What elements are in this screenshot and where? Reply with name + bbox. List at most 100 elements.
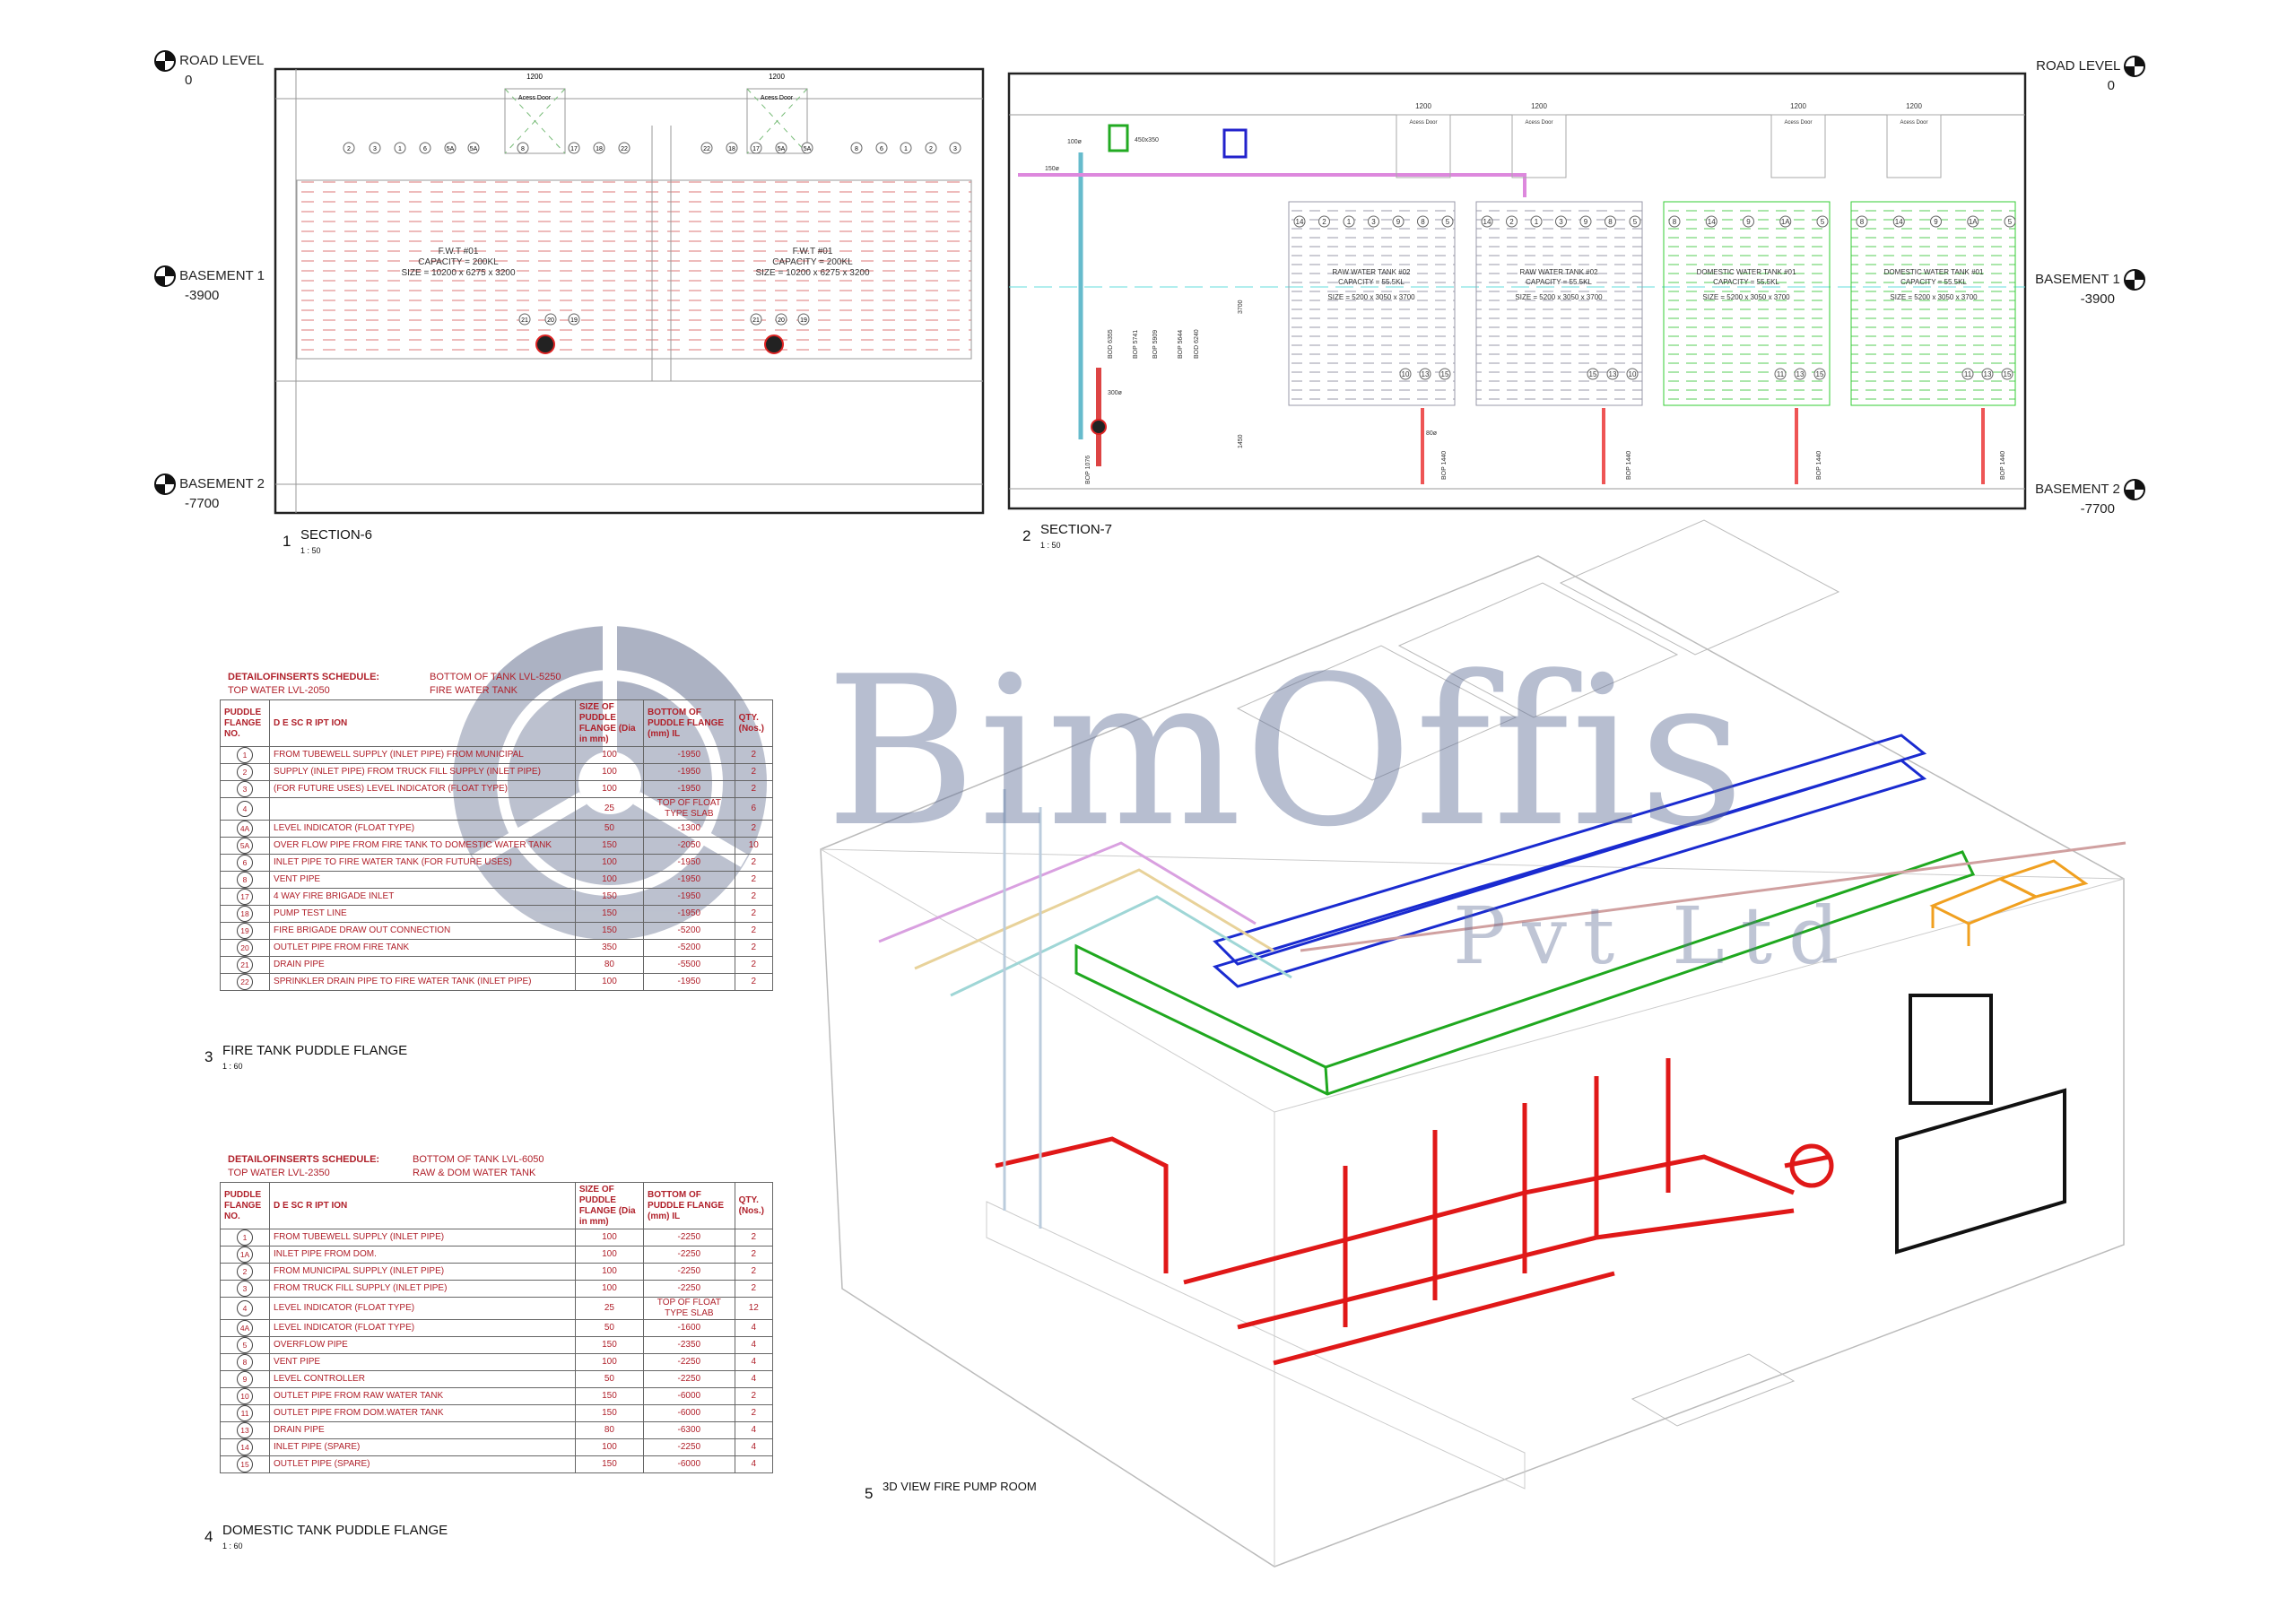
access-door-label: Acess Door [1784,120,1812,126]
tag-circle [850,142,863,154]
qty-cell: 4 [734,1336,774,1354]
tag-label: 17 [752,146,760,152]
desc-cell: INLET PIPE (SPARE) [269,1438,576,1456]
tag-label: 3 [373,146,377,152]
access-door-label: Acess Door [518,95,552,101]
bop-label: BOP 5644 [1178,330,1184,359]
tag-circle [1629,215,1641,228]
pipe-size-label: 300ø [1108,390,1123,396]
desc-cell: PUMP TEST LINE [269,905,576,923]
tag-label: 21 [521,317,528,324]
column-header: PUDDLE FLANGE NO. [219,1182,271,1229]
tag-circle [1813,368,1826,380]
tag-label: 8 [521,146,525,152]
tank-capacity: CAPACITY = 55.5KL [1338,278,1405,286]
bottom-cell: -1950 [643,746,735,764]
tag-circle [1668,215,1681,228]
flange-no-cell: 13 [219,1421,271,1439]
tag-label: 2 [1509,218,1514,226]
view-scale: 1 : 60 [222,1542,243,1551]
desc-cell: OUTLET PIPE FROM DOM.WATER TANK [269,1404,576,1422]
qty-cell: 4 [734,1438,774,1456]
pipe-size-label: 450x350 [1135,137,1159,143]
bottom-cell: -5500 [643,956,735,974]
level-marker-icon [154,50,176,72]
tag-label: 5A [778,146,786,152]
bottom-cell: -5200 [643,922,735,940]
tag-circle [1774,368,1787,380]
flange-no-cell: 1A [219,1246,271,1264]
size-cell: 100 [574,780,645,798]
header-text: BOTTOM OF TANK LVL-5250 [430,672,561,682]
desc-cell: OVERFLOW PIPE [269,1336,576,1354]
flange-number-tag: 19 [237,923,254,939]
pastel-pipes [878,789,2126,1229]
tag-label: 5 [1633,218,1638,226]
tag-circle [517,142,529,154]
column-header: QTY. (Nos.) [734,699,774,747]
schedule-1-header-left: DETAILOFINSERTS SCHEDULE:TOP WATER LVL-2… [228,671,379,698]
desc-cell: FROM TRUCK FILL SUPPLY (INLET PIPE) [269,1280,576,1298]
size-cell: 100 [574,1263,645,1281]
flange-no-cell: 4 [219,1297,271,1320]
bottom-cell: -1950 [643,780,735,798]
view-scale: 1 : 60 [222,1062,243,1071]
level-basement2-right: BASEMENT 2 -7700 [2029,479,2145,517]
size-cell: 80 [574,956,645,974]
tag-label: 3 [1371,218,1376,226]
desc-cell: (FOR FUTURE USES) LEVEL INDICATOR (FLOAT… [269,780,576,798]
tag-label: 18 [596,146,603,152]
watermark-brand: BimOffis [825,633,1747,873]
level-basement1-right: BASEMENT 1 -3900 [2029,269,2145,308]
tag-circle [568,313,580,326]
tank-size: SIZE = 5200 x 3050 x 3700 [1890,293,1978,301]
dimension-label: 1450 [1238,434,1244,448]
tag-circle [775,313,787,326]
desc-cell: INLET PIPE FROM DOM. [269,1246,576,1264]
desc-cell: OVER FLOW PIPE FROM FIRE TANK TO DOMESTI… [269,837,576,855]
level-value: 0 [185,73,193,88]
level-marker-icon [2124,56,2145,77]
tag-circle [1399,368,1412,380]
level-road-right: ROAD LEVEL 0 [2029,56,2145,94]
tank-capacity: CAPACITY = 55.5KL [1526,278,1592,286]
flange-number-tag: 3 [237,1281,254,1297]
tag-label: 5 [2008,218,2013,226]
level-name: BASEMENT 2 [2035,481,2120,497]
watermark-suffix: Pvt Ltd [1453,890,1856,982]
level-marker-icon [154,265,176,287]
tag-label: 2 [347,146,351,152]
header-subtext: FIRE WATER TANK [430,685,517,696]
tag-label: 1 [904,146,908,152]
level-value: -3900 [185,288,220,303]
tag-circle [1587,368,1599,380]
tank-label: F.W.T #01 CAPACITY = 200KL SIZE = 10200 … [755,247,869,278]
view-title: FIRE TANK PUDDLE FLANGE [222,1043,408,1058]
flange-no-cell: 1 [219,1229,271,1247]
bop-label: BOD 6355 [1108,329,1114,359]
header-text: BOTTOM OF TANK LVL-6050 [413,1154,544,1165]
qty-cell: 12 [734,1297,774,1320]
flange-number-tag: 11 [237,1405,254,1421]
column-header: SIZE OF PUDDLE FLANGE (Dia in mm) [574,699,645,747]
tag-label: 11 [1964,370,1972,378]
tag-circle [1816,215,1829,228]
bop-label: BOP 5741 [1133,330,1139,359]
tag-label: 2 [1322,218,1326,226]
tank-label: F.W.T #01 CAPACITY = 200KL SIZE = 10200 … [401,247,515,278]
column-header: BOTTOM OF PUDDLE FLANGE (mm) IL [643,1182,735,1229]
tag-label: 10 [1629,370,1637,378]
tag-label: 1A [1781,218,1790,226]
access-door-label: Acess Door [1525,120,1552,126]
flange-number-tag: 13 [237,1422,254,1438]
tag-label: 8 [1608,218,1613,226]
flange-no-cell: 8 [219,1353,271,1371]
tag-circle [1419,368,1431,380]
door-dimension: 1200 [1531,102,1547,110]
desc-cell: FIRE BRIGADE DRAW OUT CONNECTION [269,922,576,940]
